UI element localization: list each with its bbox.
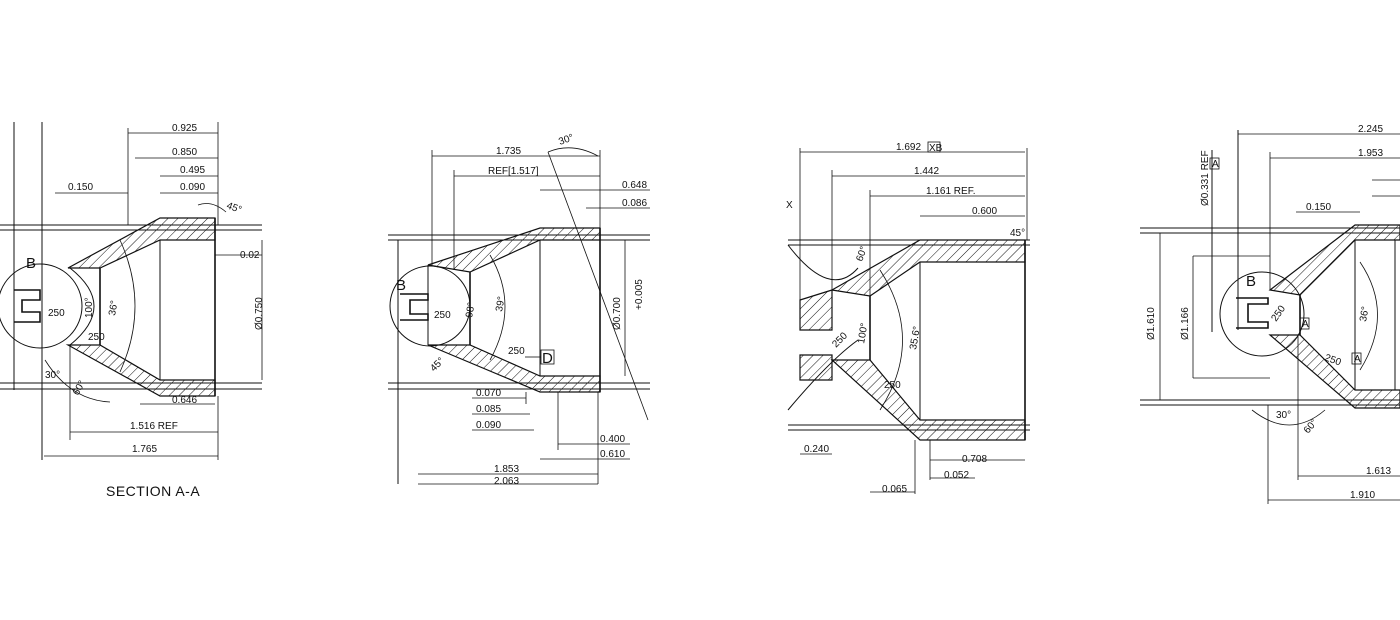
dim-1613: 1.613 (1366, 466, 1391, 477)
dim-30deg: 30° (1276, 410, 1291, 421)
datum-a-mid: A (1302, 319, 1309, 330)
dim-0070: 0.070 (476, 388, 501, 399)
dim-tol: +0.005 (634, 279, 645, 310)
dim-0065: 0.065 (882, 484, 907, 495)
dim-002: 0.02 (240, 250, 260, 261)
dim-30deg: 30° (45, 370, 60, 381)
panel-3: 1.692 XB 1.442 1.161 REF. 0.600 45° X 25… (786, 141, 1030, 495)
dim-45deg: 45° (1010, 228, 1025, 239)
dim-2245: 2.245 (1358, 124, 1383, 135)
panel-section-a-a: B 0.925 0.850 0.495 0.090 0.150 45° 0.02… (0, 122, 265, 499)
panel-4: B 2.245 1.953 Ø0.331 REF A 0.150 Ø1.610 … (1140, 124, 1400, 504)
dim-0610: 0.610 (600, 449, 625, 460)
detail-b-label: B (1246, 273, 1256, 290)
dim-0850: 0.850 (172, 147, 197, 158)
dim-0646: 0.646 (172, 395, 197, 406)
dim-dia-1166: Ø1.166 (1180, 307, 1191, 340)
datum-d-label: D (542, 350, 553, 367)
dim-250-a: 250 (830, 330, 850, 350)
dim-0085: 0.085 (476, 404, 501, 415)
dim-1692: 1.692 (896, 142, 921, 153)
section-x: X (786, 200, 793, 211)
dim-dia-1610: Ø1.610 (1146, 307, 1157, 340)
dim-0090: 0.090 (180, 182, 205, 193)
dim-250-b: 250 (88, 332, 105, 343)
dim-36deg: 36° (1358, 306, 1371, 323)
dim-0600: 0.600 (972, 206, 997, 217)
dim-98deg: 98° (464, 302, 477, 319)
dim-2063: 2.063 (494, 476, 519, 487)
dim-100deg: 100° (84, 297, 95, 318)
dim-250-b: 250 (508, 346, 525, 357)
dim-100deg: 100° (856, 322, 870, 344)
dim-1516-ref: 1.516 REF (130, 421, 178, 432)
dim-0150: 0.150 (1306, 202, 1331, 213)
dim-1953: 1.953 (1358, 148, 1383, 159)
dim-35-6deg: 35.6° (908, 325, 923, 350)
detail-b-label: B (396, 277, 406, 294)
dim-1765: 1.765 (132, 444, 157, 455)
dim-0708: 0.708 (962, 454, 987, 465)
dim-60deg: 60° (71, 379, 88, 398)
dim-45deg: 45° (225, 200, 243, 216)
dim-0086: 0.086 (622, 198, 647, 209)
dim-60deg: 60° (854, 245, 870, 263)
datum-a-top: A (1212, 159, 1219, 170)
dim-250-a: 250 (434, 310, 451, 321)
dim-0090: 0.090 (476, 420, 501, 431)
dim-1853: 1.853 (494, 464, 519, 475)
dim-dia-0750: Ø0.750 (254, 297, 265, 330)
dim-0400: 0.400 (600, 434, 625, 445)
section-caption: SECTION A-A (106, 483, 200, 499)
detail-b-label: B (26, 255, 36, 272)
dim-ref-1517: REF[1.517] (488, 166, 539, 177)
dim-45deg: 45° (428, 356, 446, 374)
datum-a-low: A (1354, 354, 1361, 365)
dim-36deg: 36° (107, 300, 120, 317)
dim-0925: 0.925 (172, 123, 197, 134)
dim-0495: 0.495 (180, 165, 205, 176)
dim-dia-0331-ref: Ø0.331 REF (1200, 150, 1211, 206)
dim-1442: 1.442 (914, 166, 939, 177)
dim-0150: 0.150 (68, 182, 93, 193)
dim-dia-0700: Ø0.700 (612, 297, 623, 330)
dim-0052: 0.052 (944, 470, 969, 481)
dim-250-a: 250 (1269, 303, 1288, 323)
dim-1910: 1.910 (1350, 490, 1375, 501)
dim-60deg: 60° (1302, 417, 1320, 436)
dim-0648: 0.648 (622, 180, 647, 191)
datum-xb: XB (929, 143, 943, 154)
dim-250-a: 250 (48, 308, 65, 319)
dim-39deg: 39° (494, 296, 507, 313)
dim-1735: 1.735 (496, 146, 521, 157)
dim-1161-ref: 1.161 REF. (926, 186, 975, 197)
dim-0240: 0.240 (804, 444, 829, 455)
dim-30deg: 30° (557, 132, 575, 148)
panel-2: B 30° 1.735 REF[1.517] 0.648 0.086 +0.00… (388, 132, 650, 487)
dim-250-b: 250 (884, 380, 901, 391)
